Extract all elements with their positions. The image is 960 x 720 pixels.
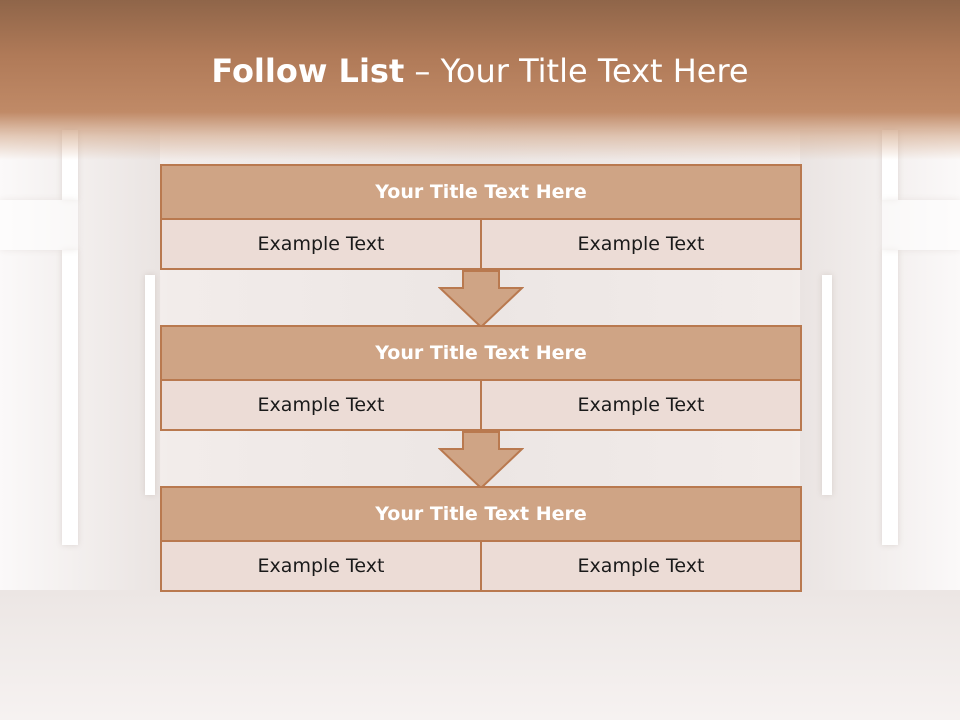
floor [0,590,960,720]
step-row: Example Text Example Text [160,381,802,431]
step-title: Your Title Text Here [160,325,802,381]
step-cell-left: Example Text [160,542,482,592]
pillar [145,275,155,495]
down-arrow-icon [438,431,524,490]
step-cell-left: Example Text [160,381,482,431]
down-arrow-icon [438,270,524,329]
pillar [0,200,78,250]
step-cell-right: Example Text [482,381,802,431]
left-wall [0,130,160,590]
step-cell-right: Example Text [482,220,802,270]
pillar [822,275,832,495]
step-box-1: Your Title Text Here Example Text Exampl… [160,164,802,270]
step-box-2: Your Title Text Here Example Text Exampl… [160,325,802,431]
slide-title: Follow List – Your Title Text Here [0,52,960,90]
step-box-3: Your Title Text Here Example Text Exampl… [160,486,802,592]
step-row: Example Text Example Text [160,220,802,270]
step-title: Your Title Text Here [160,486,802,542]
pillar [62,250,78,545]
title-bold: Follow List [211,52,405,90]
pillar [882,200,960,250]
step-cell-left: Example Text [160,220,482,270]
step-cell-right: Example Text [482,542,802,592]
title-rest: – Your Title Text Here [404,52,749,90]
header-band [0,0,960,160]
pillar [882,250,898,545]
step-title: Your Title Text Here [160,164,802,220]
step-row: Example Text Example Text [160,542,802,592]
